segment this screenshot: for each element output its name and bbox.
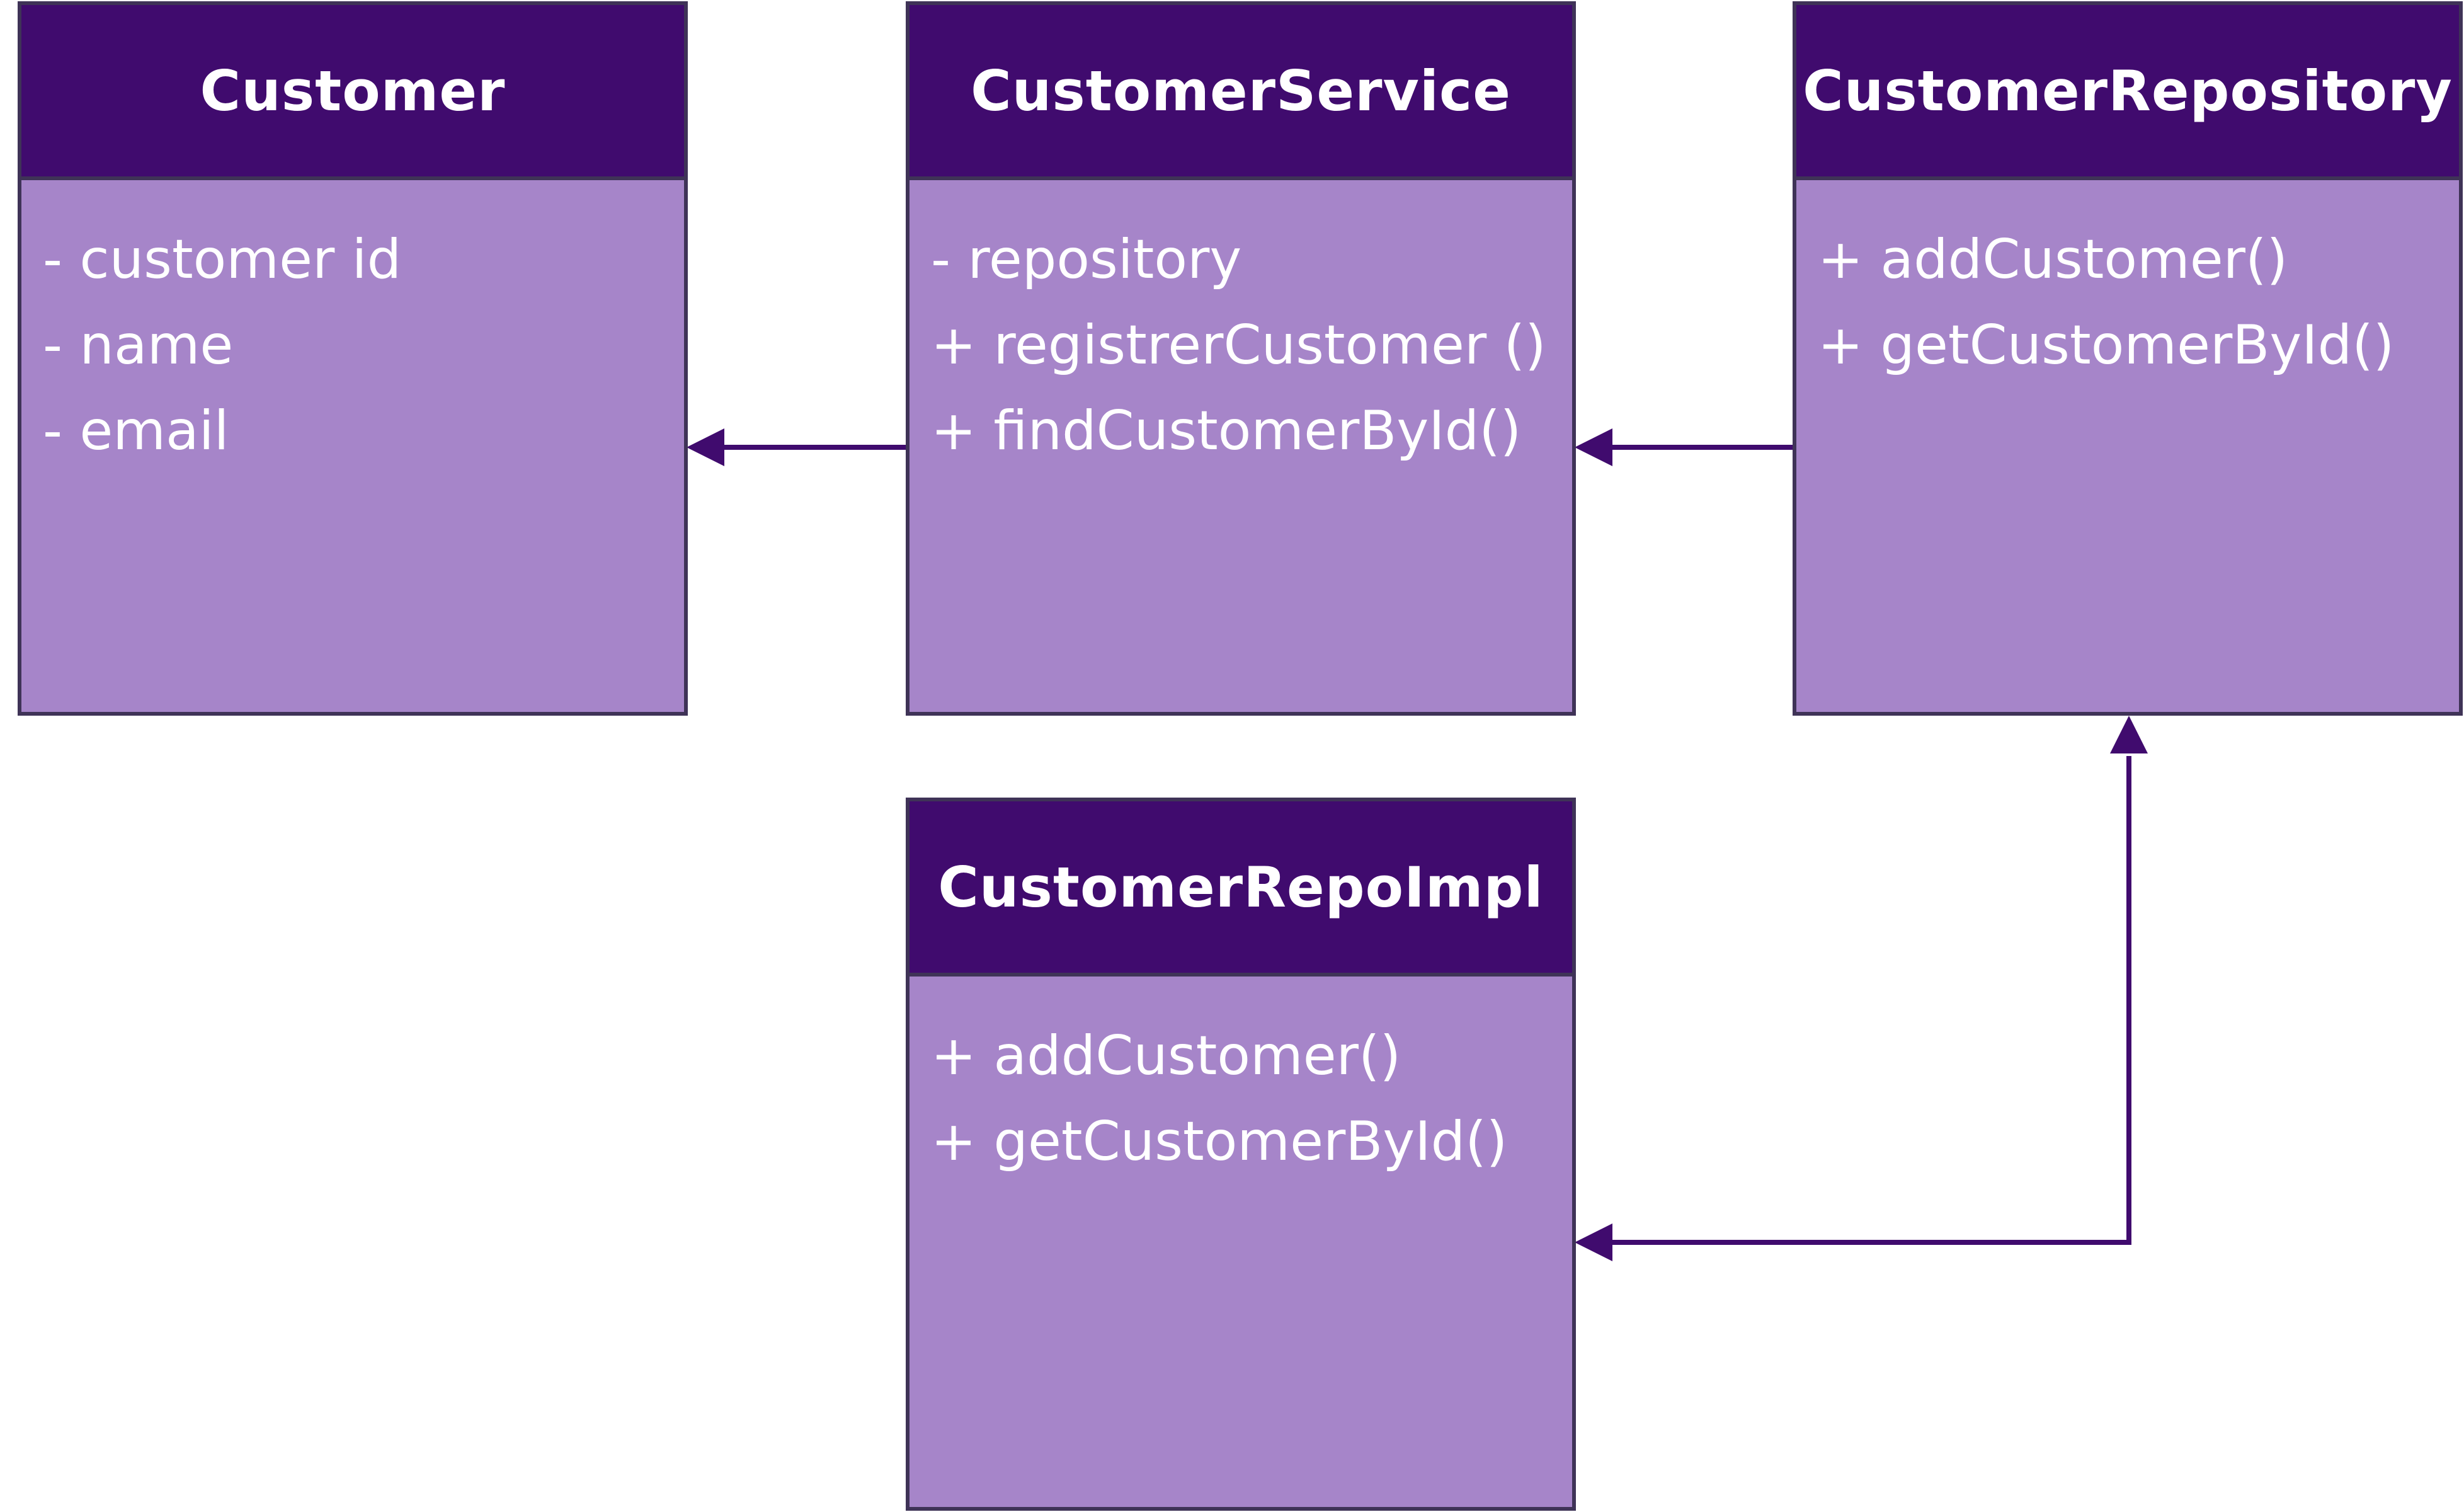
class-member: - name bbox=[43, 314, 234, 377]
class-customer-repo-impl[interactable]: CustomerRepoImpl + addCustomer() + getCu… bbox=[906, 798, 1576, 1511]
class-customer-repo-impl-members: + addCustomer() + getCustomerById() bbox=[910, 976, 1572, 1184]
class-member: + registrerCustomer () bbox=[931, 314, 1546, 377]
arrowhead-service bbox=[1575, 428, 1612, 466]
class-member: - repository bbox=[931, 228, 1242, 291]
class-customer-title: Customer bbox=[200, 58, 506, 123]
class-member: + addCustomer() bbox=[931, 1024, 1401, 1087]
repository-to-repoimpl-connector bbox=[1601, 756, 2131, 1245]
class-member: - email bbox=[43, 399, 229, 462]
arrowhead-customer bbox=[687, 428, 724, 466]
class-customer-members: - customer id - name - email bbox=[21, 180, 684, 474]
class-customer-repo-impl-title: CustomerRepoImpl bbox=[938, 854, 1544, 920]
class-member: + findCustomerById() bbox=[931, 399, 1522, 462]
class-member: + addCustomer() bbox=[1818, 228, 2288, 291]
class-customer-repository[interactable]: CustomerRepository + addCustomer() + get… bbox=[1793, 1, 2463, 716]
class-member: - customer id bbox=[43, 228, 402, 291]
class-customer-repository-header: CustomerRepository bbox=[1796, 5, 2459, 180]
class-customer-repository-members: + addCustomer() + getCustomerById() bbox=[1796, 180, 2459, 388]
class-customer-service[interactable]: CustomerService - repository + registrer… bbox=[906, 1, 1576, 716]
class-customer-service-title: CustomerService bbox=[971, 58, 1511, 123]
class-customer-service-members: - repository + registrerCustomer () + fi… bbox=[910, 180, 1572, 474]
class-customer-header: Customer bbox=[21, 5, 684, 180]
class-customer-repo-impl-header: CustomerRepoImpl bbox=[910, 801, 1572, 976]
arrowhead-repoimpl bbox=[1575, 1223, 1612, 1261]
arrowhead-repository bbox=[2110, 716, 2148, 753]
class-member: + getCustomerById() bbox=[1818, 314, 2395, 377]
class-member: + getCustomerById() bbox=[931, 1110, 1508, 1173]
class-customer-repository-title: CustomerRepository bbox=[1803, 58, 2453, 123]
class-customer-service-header: CustomerService bbox=[910, 5, 1572, 180]
class-customer[interactable]: Customer - customer id - name - email bbox=[18, 1, 688, 716]
